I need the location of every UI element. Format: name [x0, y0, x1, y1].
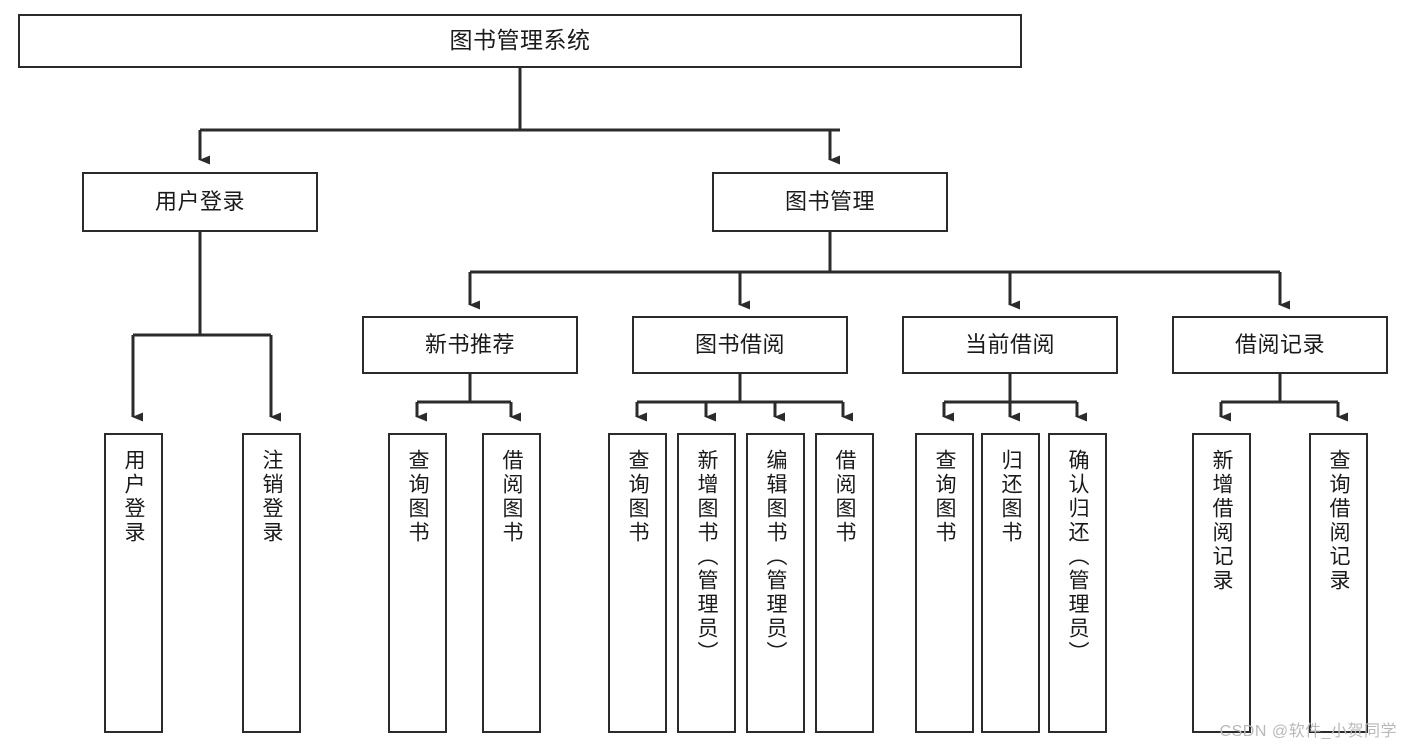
leaf-borrow-book-1[interactable]: 借阅图书	[482, 433, 541, 733]
node-label: 归还图书	[999, 449, 1022, 545]
node-label: 新书推荐	[424, 332, 515, 358]
leaf-edit-book[interactable]: 编辑图书（管理员）	[746, 433, 805, 733]
node-label: 当前借阅	[964, 332, 1055, 358]
node-label: 用户登录	[122, 449, 145, 545]
leaf-query-book-1[interactable]: 查询图书	[388, 433, 447, 733]
node-label: 注销登录	[260, 449, 283, 545]
node-label: 图书管理系统	[449, 27, 591, 54]
node-label: 图书借阅	[694, 332, 785, 358]
node-label: 借阅图书	[833, 449, 856, 545]
node-book-manage[interactable]: 图书管理	[712, 172, 948, 232]
leaf-query-book-2[interactable]: 查询图书	[608, 433, 667, 733]
node-book-borrow[interactable]: 图书借阅	[632, 316, 848, 374]
node-label: 编辑图书（管理员）	[764, 449, 787, 665]
leaf-borrow-book-2[interactable]: 借阅图书	[815, 433, 874, 733]
node-label: 查询图书	[406, 449, 429, 545]
leaf-query-record[interactable]: 查询借阅记录	[1309, 433, 1368, 733]
node-new-book-recommend[interactable]: 新书推荐	[362, 316, 578, 374]
node-label: 新增借阅记录	[1210, 449, 1233, 593]
node-label: 借阅记录	[1234, 332, 1325, 358]
leaf-query-book-3[interactable]: 查询图书	[915, 433, 974, 733]
node-borrow-record[interactable]: 借阅记录	[1172, 316, 1388, 374]
node-label: 新增图书（管理员）	[695, 449, 718, 665]
leaf-user-login[interactable]: 用户登录	[104, 433, 163, 733]
node-label: 用户登录	[154, 189, 245, 215]
node-label: 图书管理	[784, 189, 875, 215]
leaf-return-book[interactable]: 归还图书	[981, 433, 1040, 733]
node-label: 查询图书	[626, 449, 649, 545]
leaf-add-record[interactable]: 新增借阅记录	[1192, 433, 1251, 733]
node-current-borrow[interactable]: 当前借阅	[902, 316, 1118, 374]
leaf-logout-login[interactable]: 注销登录	[242, 433, 301, 733]
node-label: 查询图书	[933, 449, 956, 545]
node-root-system[interactable]: 图书管理系统	[18, 14, 1022, 68]
node-user-login[interactable]: 用户登录	[82, 172, 318, 232]
node-label: 借阅图书	[500, 449, 523, 545]
node-label: 确认归还（管理员）	[1066, 449, 1089, 665]
leaf-add-book[interactable]: 新增图书（管理员）	[677, 433, 736, 733]
node-label: 查询借阅记录	[1327, 449, 1350, 593]
leaf-confirm-return[interactable]: 确认归还（管理员）	[1048, 433, 1107, 733]
